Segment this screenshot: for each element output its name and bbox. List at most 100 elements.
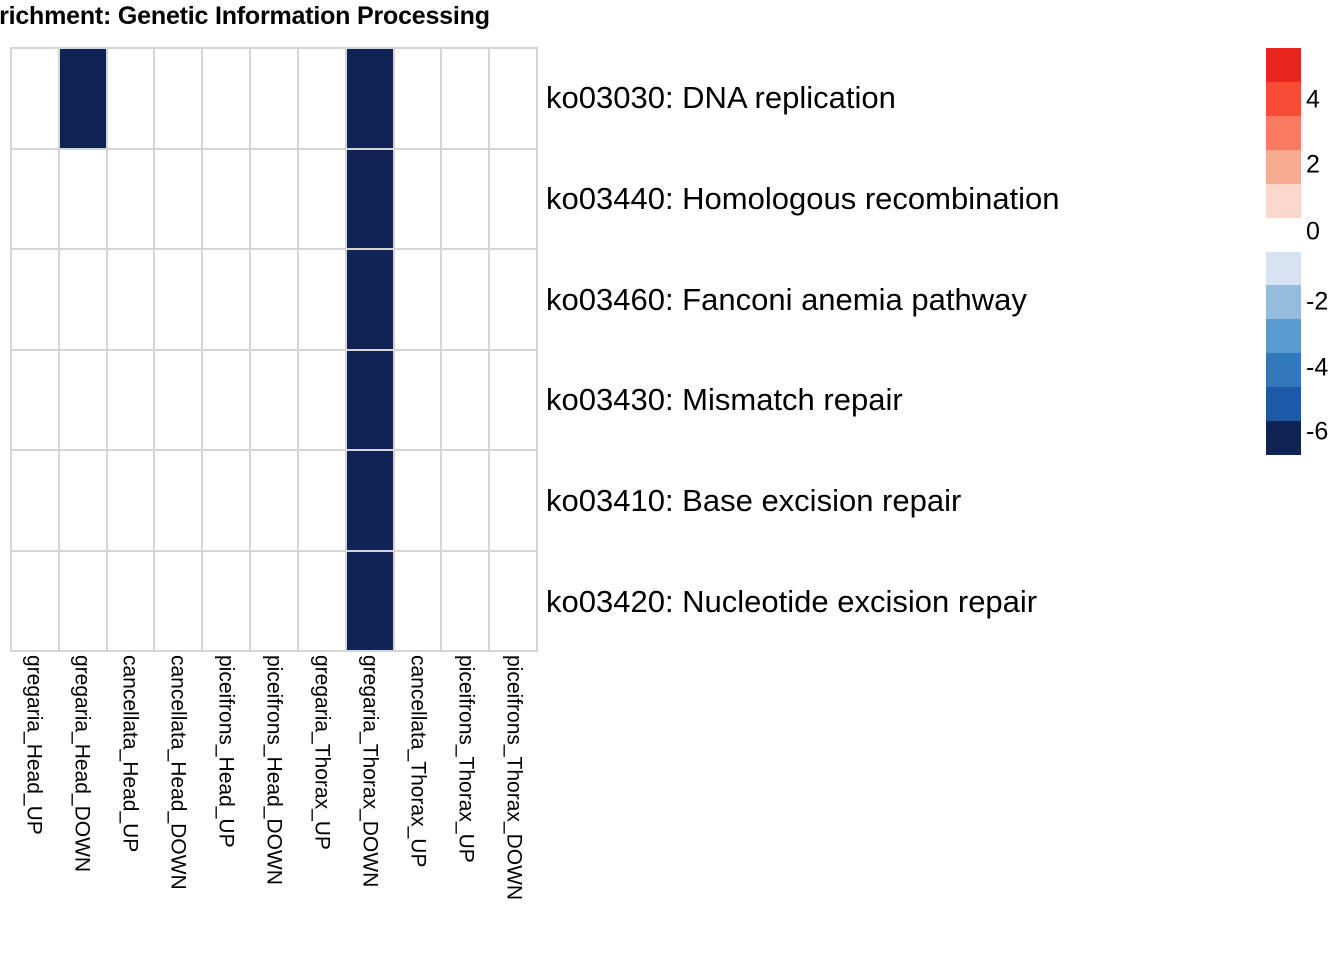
colorbar-legend	[1266, 48, 1301, 456]
colorbar-swatch	[1266, 285, 1301, 320]
colorbar-tick-label: 4	[1306, 85, 1320, 114]
column-label-slot: cancellata_Thorax_UP	[394, 655, 442, 955]
heatmap-cell	[298, 149, 345, 248]
heatmap-cell	[490, 49, 536, 148]
row-label: ko03030: DNA replication	[546, 79, 896, 115]
heatmap-cell	[442, 149, 489, 248]
column-label: gregaria_Thorax_DOWN	[358, 655, 382, 888]
heatmap-cell	[346, 551, 393, 650]
heatmap-cell	[394, 149, 441, 248]
column-label: piceifrons_Head_UP	[214, 655, 238, 848]
heatmap-cell	[298, 49, 345, 148]
heatmap-cell	[346, 451, 393, 550]
heatmap-cell	[298, 551, 345, 650]
column-label: piceifrons_Thorax_DOWN	[502, 655, 526, 901]
colorbar-swatch	[1266, 387, 1301, 422]
column-label: cancellata_Head_UP	[118, 655, 142, 853]
colorbar-swatch	[1266, 115, 1301, 150]
heatmap-cell	[394, 451, 441, 550]
heatmap-cell	[107, 350, 154, 449]
heatmap-cell	[12, 149, 58, 248]
heatmap-cell	[155, 350, 202, 449]
heatmap-cell	[251, 551, 297, 650]
heatmap-cell	[394, 250, 441, 349]
row-label: ko03410: Base excision repair	[546, 483, 962, 519]
heatmap-cell	[12, 350, 58, 449]
heatmap-cell	[490, 551, 536, 650]
column-label-slot: cancellata_Head_DOWN	[154, 655, 202, 955]
heatmap-cell	[346, 149, 393, 248]
heatmap-cell	[155, 551, 202, 650]
heatmap-cell	[12, 49, 58, 148]
colorbar-tick-label: -6	[1306, 417, 1329, 446]
heatmap-cell	[490, 350, 536, 449]
heatmap-cell	[442, 250, 489, 349]
column-label-slot: gregaria_Head_UP	[10, 655, 58, 955]
row-label: ko03420: Nucleotide excision repair	[546, 584, 1038, 620]
colorbar-swatch	[1266, 421, 1301, 456]
heatmap-cell	[251, 350, 297, 449]
heatmap-cell	[59, 149, 106, 248]
column-label-slot: piceifrons_Thorax_DOWN	[490, 655, 538, 955]
colorbar-swatch	[1266, 319, 1301, 354]
column-label-slot: piceifrons_Thorax_UP	[442, 655, 490, 955]
column-label: piceifrons_Head_DOWN	[262, 655, 286, 885]
colorbar-swatch	[1266, 149, 1301, 184]
heatmap-cell	[442, 49, 489, 148]
heatmap-cell	[298, 250, 345, 349]
heatmap-cell	[203, 149, 250, 248]
heatmap-cell	[107, 250, 154, 349]
heatmap-cell	[12, 451, 58, 550]
heatmap-cell	[59, 551, 106, 650]
colorbar-swatch	[1266, 81, 1301, 116]
heatmap-cell	[155, 49, 202, 148]
heatmap-cell	[251, 451, 297, 550]
colorbar-tick-label: 0	[1306, 217, 1320, 246]
heatmap-cell	[394, 551, 441, 650]
heatmap-cell	[107, 149, 154, 248]
colorbar-tick-label: 2	[1306, 150, 1320, 179]
heatmap-cell	[394, 350, 441, 449]
heatmap-cell	[107, 49, 154, 148]
row-label: ko03430: Mismatch repair	[546, 382, 903, 418]
heatmap-cell	[298, 451, 345, 550]
heatmap-cell	[346, 49, 393, 148]
column-label: gregaria_Thorax_UP	[310, 655, 334, 850]
colorbar-tick-label: -4	[1306, 353, 1329, 382]
heatmap-cell	[394, 49, 441, 148]
heatmap-cell	[346, 350, 393, 449]
colorbar-swatch	[1266, 217, 1301, 252]
heatmap-cell	[442, 350, 489, 449]
heatmap-cell	[155, 451, 202, 550]
colorbar-swatch	[1266, 183, 1301, 218]
heatmap-cell	[490, 250, 536, 349]
heatmap-cell	[59, 49, 106, 148]
heatmap-cell	[490, 451, 536, 550]
heatmap-cell	[203, 49, 250, 148]
column-label: piceifrons_Thorax_UP	[454, 655, 478, 863]
column-label-axis: gregaria_Head_UP gregaria_Head_DOWN cancel…	[10, 655, 538, 955]
column-label-slot: gregaria_Thorax_UP	[298, 655, 346, 955]
heatmap-cell	[155, 250, 202, 349]
heatmap-cell	[490, 149, 536, 248]
heatmap-cell	[298, 350, 345, 449]
heatmap-cell	[59, 451, 106, 550]
heatmap-cell	[107, 551, 154, 650]
heatmap-cell	[12, 551, 58, 650]
heatmap-grid	[10, 47, 538, 652]
column-label-slot: gregaria_Thorax_DOWN	[346, 655, 394, 955]
row-label: ko03460: Fanconi anemia pathway	[546, 281, 1027, 317]
column-label-slot: piceifrons_Head_DOWN	[250, 655, 298, 955]
page-title: nrichment: Genetic Information Processin…	[0, 2, 490, 30]
heatmap-cell	[346, 250, 393, 349]
heatmap-cell	[107, 451, 154, 550]
column-label: gregaria_Head_DOWN	[70, 655, 94, 873]
heatmap-cell	[59, 350, 106, 449]
column-label: gregaria_Head_UP	[22, 655, 46, 835]
column-label: cancellata_Thorax_UP	[406, 655, 430, 868]
colorbar-swatch	[1266, 353, 1301, 388]
heatmap-cell	[203, 350, 250, 449]
column-label-slot: cancellata_Head_UP	[106, 655, 154, 955]
